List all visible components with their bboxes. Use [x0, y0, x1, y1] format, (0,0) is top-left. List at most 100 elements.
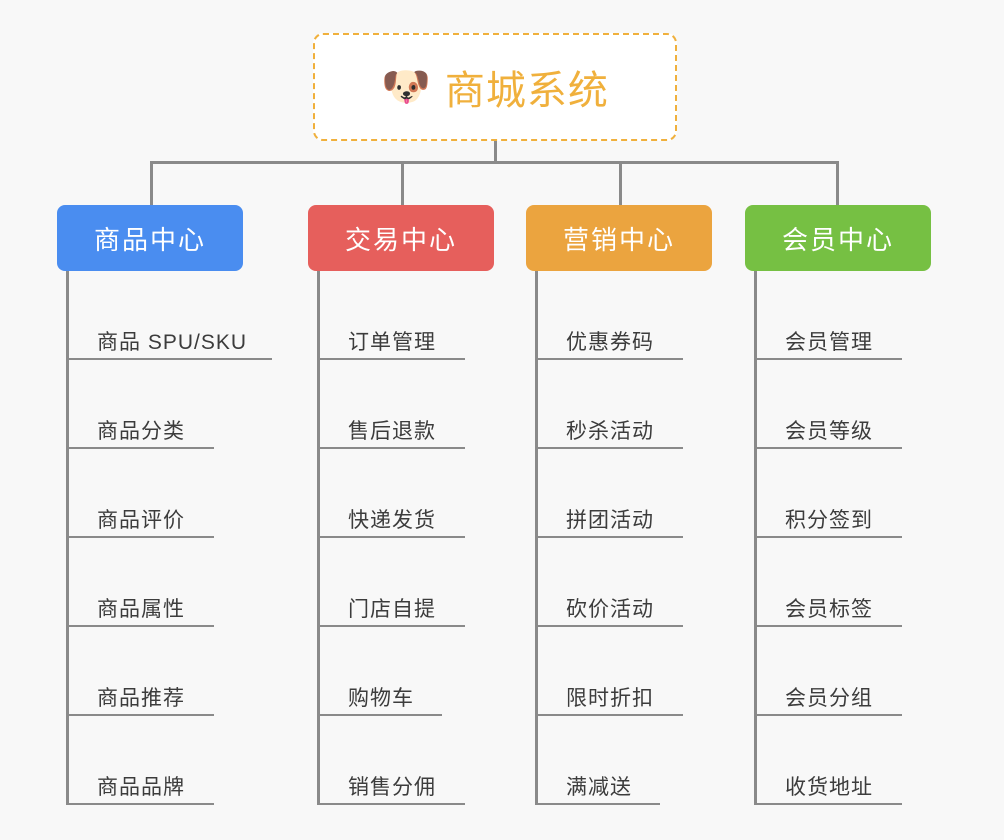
leaf-underline — [66, 714, 214, 716]
branch-header-member-center[interactable]: 会员中心 — [745, 205, 931, 271]
leaf-label: 售后退款 — [348, 419, 436, 443]
leaf-label: 积分签到 — [785, 508, 873, 532]
leaf-label: 商品品牌 — [97, 775, 185, 799]
leaf-label: 会员等级 — [785, 419, 873, 443]
list-item[interactable]: 收货地址 — [745, 716, 931, 805]
leaf-label: 商品属性 — [97, 597, 185, 621]
list-item[interactable]: 会员等级 — [745, 360, 931, 449]
branch-header-product-center[interactable]: 商品中心 — [57, 205, 243, 271]
leaf-label: 满减送 — [566, 775, 632, 799]
leaf-underline — [66, 358, 272, 360]
list-item[interactable]: 会员管理 — [745, 271, 931, 360]
leaf-label: 商品 SPU/SKU — [97, 330, 248, 354]
leaf-underline — [317, 536, 465, 538]
leaf-label: 会员标签 — [785, 597, 873, 621]
leaf-underline — [754, 447, 902, 449]
leaf-underline — [66, 447, 214, 449]
dog-face-icon: 🐶 — [381, 65, 431, 109]
leaf-label: 商品评价 — [97, 508, 185, 532]
leaf-underline — [535, 625, 683, 627]
branch-drop-line-1 — [150, 161, 153, 206]
branch-product-center: 商品中心 商品 SPU/SKU 商品分类 商品评价 商品属性 商品推荐 — [57, 205, 272, 805]
branch-label: 交易中心 — [344, 224, 457, 255]
list-item[interactable]: 商品属性 — [57, 538, 243, 627]
list-item[interactable]: 拼团活动 — [526, 449, 712, 538]
branch-marketing-center: 营销中心 优惠券码 秒杀活动 拼团活动 砍价活动 限时折扣 — [526, 205, 712, 805]
leaf-label: 会员管理 — [785, 330, 873, 354]
leaf-underline — [317, 447, 465, 449]
leaf-underline — [535, 358, 683, 360]
leaf-label: 限时折扣 — [566, 686, 654, 710]
leaf-underline — [317, 803, 465, 805]
leaf-label: 商品分类 — [97, 419, 185, 443]
leaf-underline — [317, 625, 465, 627]
leaf-underline — [754, 714, 902, 716]
leaf-underline — [535, 803, 660, 805]
list-item[interactable]: 商品分类 — [57, 360, 243, 449]
branch-label: 会员中心 — [781, 224, 894, 255]
root-stem-line — [494, 141, 497, 163]
list-item[interactable]: 门店自提 — [308, 538, 494, 627]
branch-member-center: 会员中心 会员管理 会员等级 积分签到 会员标签 会员分组 — [745, 205, 931, 805]
branch-trunk-line — [66, 271, 69, 805]
list-item[interactable]: 快递发货 — [308, 449, 494, 538]
page-title: 商城系统 — [444, 69, 609, 113]
branch-trade-center: 交易中心 订单管理 售后退款 快递发货 门店自提 购物车 — [308, 205, 494, 805]
leaf-underline — [317, 714, 442, 716]
leaf-underline — [754, 358, 902, 360]
leaf-underline — [535, 447, 683, 449]
leaf-list-product-center: 商品 SPU/SKU 商品分类 商品评价 商品属性 商品推荐 商品品牌 — [57, 271, 272, 805]
leaf-label: 商品推荐 — [97, 686, 185, 710]
leaf-label: 优惠券码 — [566, 330, 654, 354]
list-item[interactable]: 优惠券码 — [526, 271, 712, 360]
list-item[interactable]: 会员分组 — [745, 627, 931, 716]
leaf-label: 销售分佣 — [348, 775, 436, 799]
leaf-list-member-center: 会员管理 会员等级 积分签到 会员标签 会员分组 收货地址 — [745, 271, 931, 805]
branch-drop-line-4 — [836, 161, 839, 206]
list-item[interactable]: 商品推荐 — [57, 627, 243, 716]
leaf-label: 门店自提 — [348, 597, 436, 621]
list-item[interactable]: 订单管理 — [308, 271, 494, 360]
branch-header-marketing-center[interactable]: 营销中心 — [526, 205, 712, 271]
list-item[interactable]: 商品品牌 — [57, 716, 243, 805]
list-item[interactable]: 会员标签 — [745, 538, 931, 627]
leaf-underline — [754, 803, 902, 805]
leaf-label: 拼团活动 — [566, 508, 654, 532]
branch-label: 营销中心 — [562, 224, 675, 255]
branch-header-trade-center[interactable]: 交易中心 — [308, 205, 494, 271]
root-node[interactable]: 🐶 商城系统 — [313, 33, 677, 141]
list-item[interactable]: 秒杀活动 — [526, 360, 712, 449]
branch-bus-line — [150, 161, 839, 164]
leaf-underline — [754, 536, 902, 538]
list-item[interactable]: 积分签到 — [745, 449, 931, 538]
leaf-underline — [66, 625, 214, 627]
leaf-underline — [535, 536, 683, 538]
leaf-label: 砍价活动 — [566, 597, 654, 621]
list-item[interactable]: 购物车 — [308, 627, 494, 716]
list-item[interactable]: 限时折扣 — [526, 627, 712, 716]
list-item[interactable]: 销售分佣 — [308, 716, 494, 805]
branch-drop-line-3 — [619, 161, 622, 206]
leaf-label: 会员分组 — [785, 686, 873, 710]
list-item[interactable]: 售后退款 — [308, 360, 494, 449]
leaf-underline — [535, 714, 683, 716]
branch-trunk-line — [535, 271, 538, 805]
leaf-label: 秒杀活动 — [566, 419, 654, 443]
leaf-label: 购物车 — [348, 686, 414, 710]
leaf-label: 订单管理 — [348, 330, 436, 354]
branch-trunk-line — [754, 271, 757, 805]
leaf-underline — [754, 625, 902, 627]
leaf-label: 收货地址 — [785, 775, 873, 799]
leaf-list-trade-center: 订单管理 售后退款 快递发货 门店自提 购物车 销售分佣 — [308, 271, 494, 805]
list-item[interactable]: 商品 SPU/SKU — [57, 271, 272, 360]
list-item[interactable]: 商品评价 — [57, 449, 243, 538]
list-item[interactable]: 满减送 — [526, 716, 712, 805]
branch-trunk-line — [317, 271, 320, 805]
leaf-list-marketing-center: 优惠券码 秒杀活动 拼团活动 砍价活动 限时折扣 满减送 — [526, 271, 712, 805]
list-item[interactable]: 砍价活动 — [526, 538, 712, 627]
leaf-underline — [66, 803, 214, 805]
branch-label: 商品中心 — [93, 224, 206, 255]
branch-drop-line-2 — [401, 161, 404, 206]
leaf-underline — [66, 536, 214, 538]
